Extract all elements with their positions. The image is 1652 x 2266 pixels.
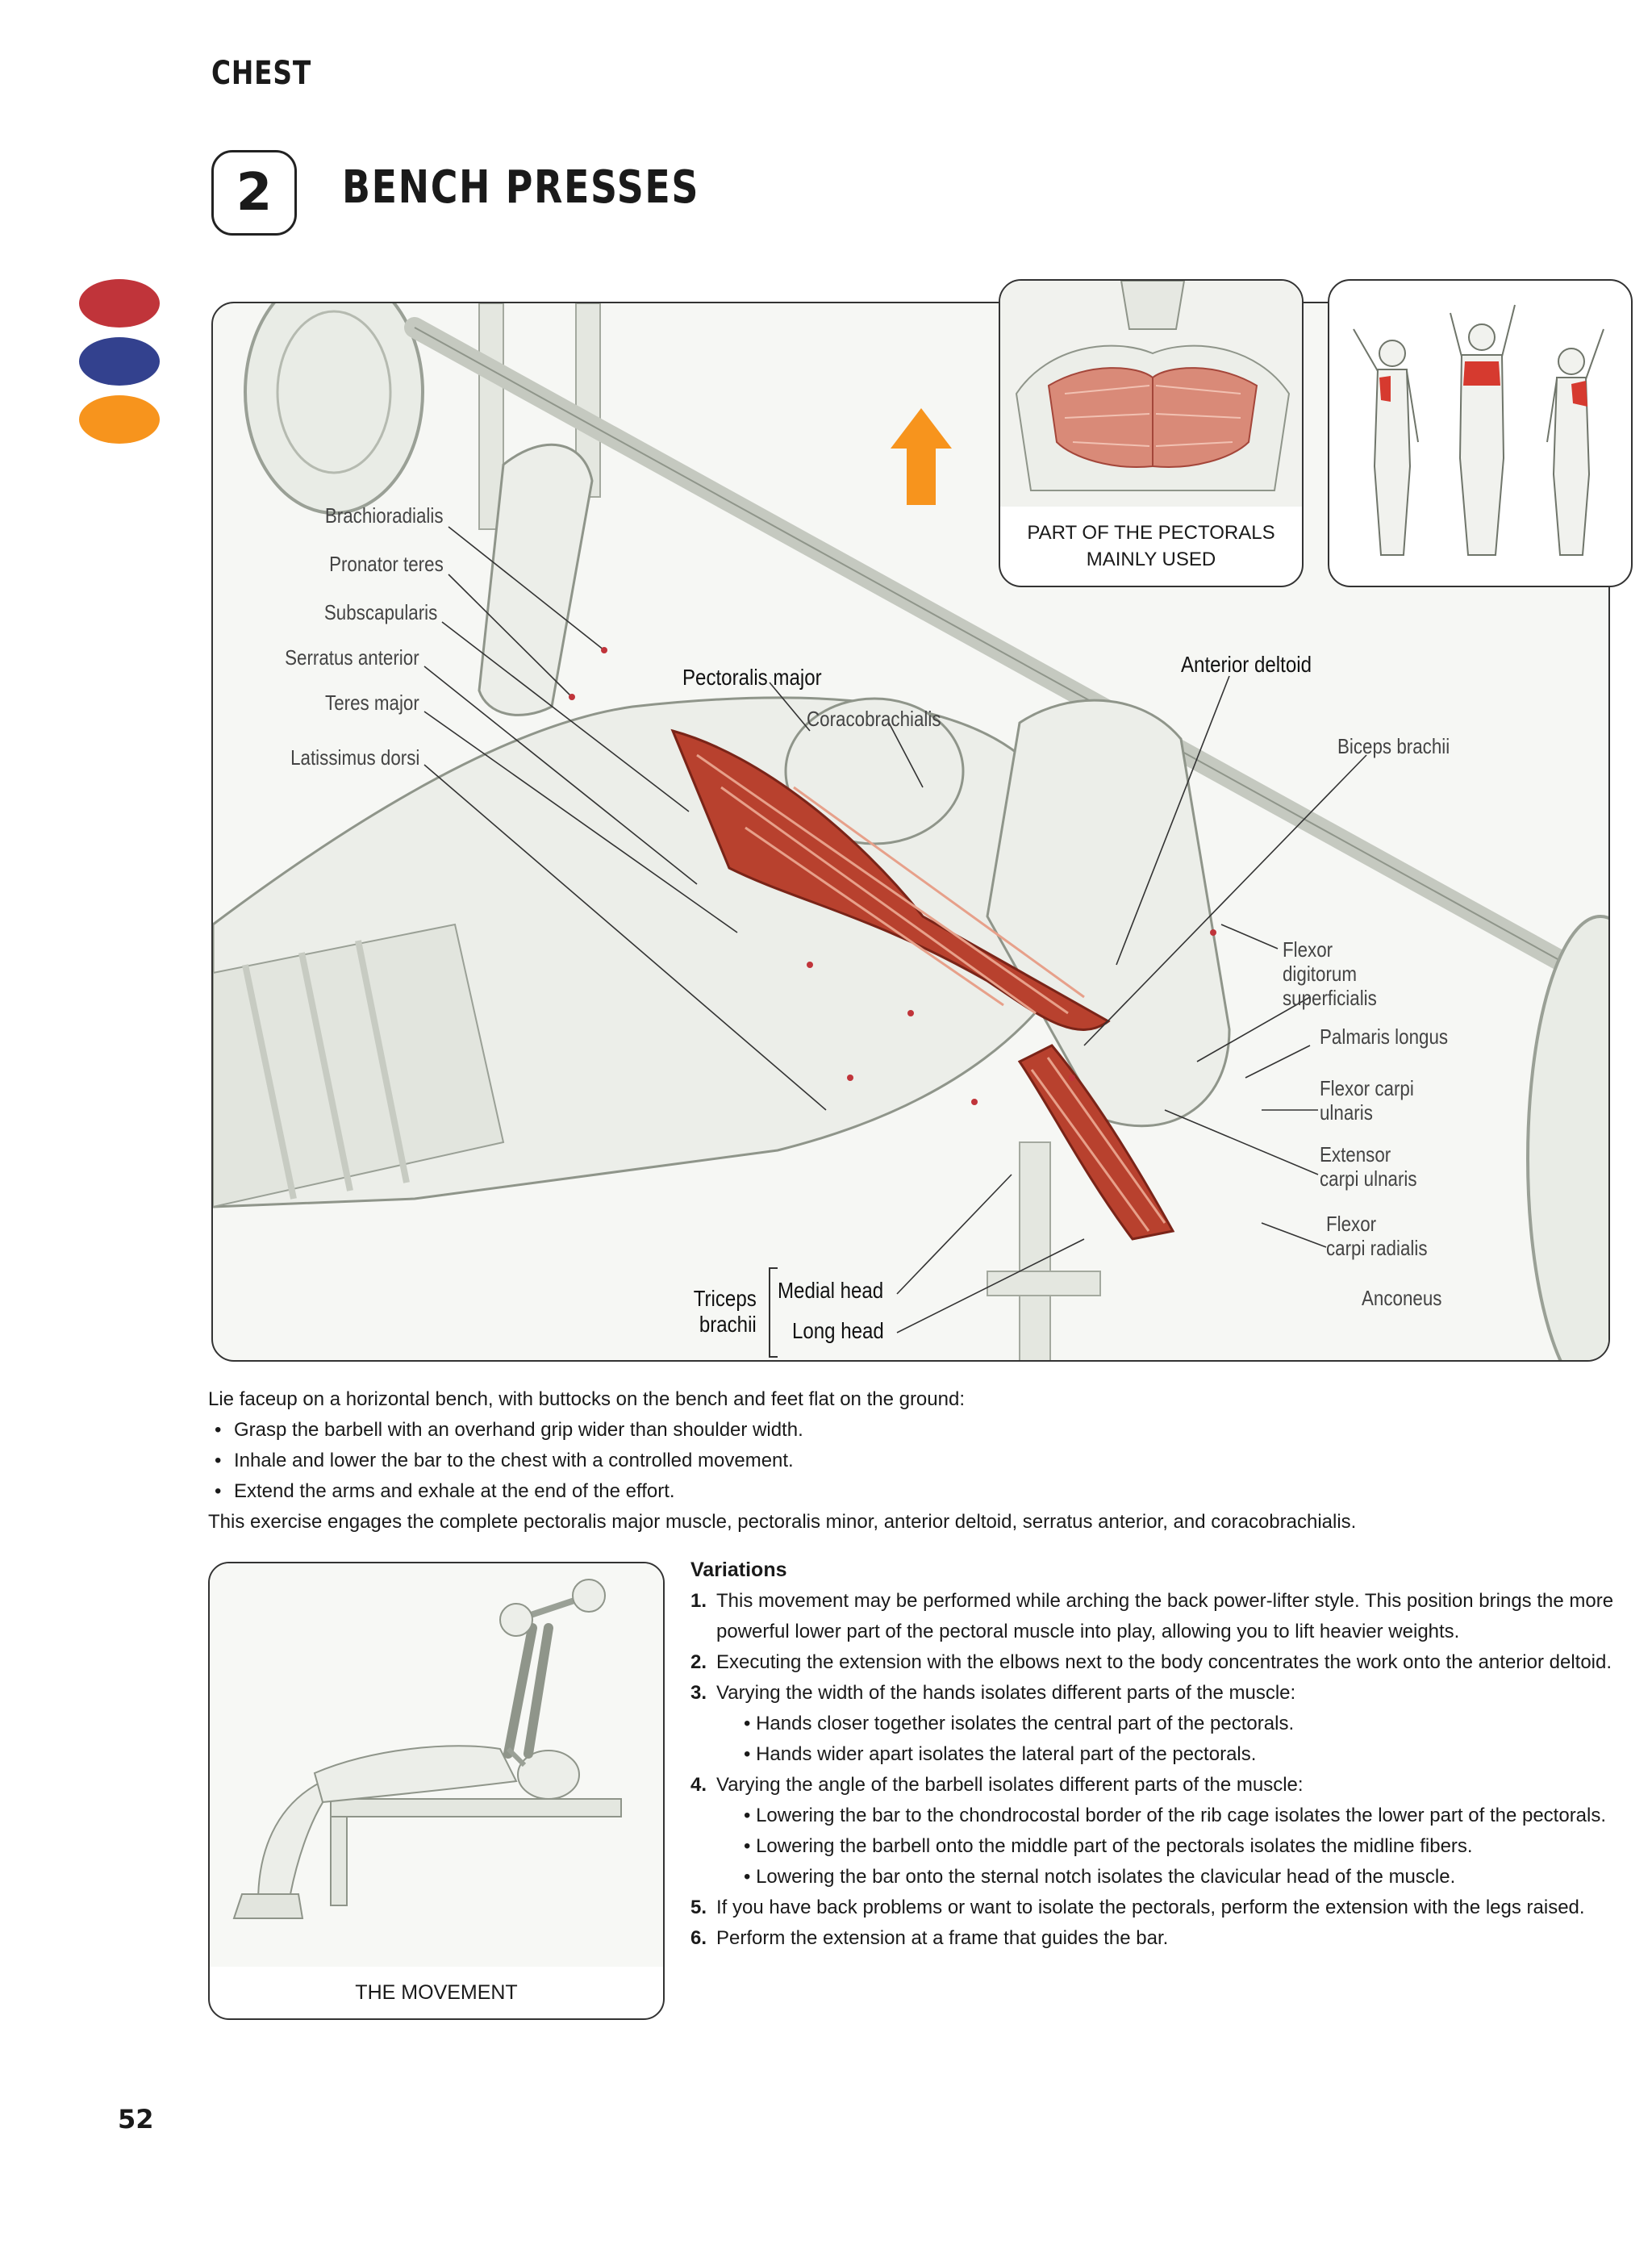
movement-drawing [210,1563,663,1967]
exercise-title: BENCH PRESSES [342,161,700,214]
label-latissimus-dorsi: Latissimus dorsi [290,745,419,770]
body-figures-inset [1328,279,1633,587]
bench-press-drawing [213,303,1608,1360]
variations-list: 1.This movement may be performed while a… [690,1586,1618,1954]
instruction-step: Grasp the barbell with an overhand grip … [215,1415,1620,1446]
variation-item: 2.Executing the extension with the elbow… [690,1651,1612,1673]
label-pectoralis-major: Pectoralis major [682,665,822,690]
label-long-head: Long head [792,1318,884,1343]
variation-item: 6.Perform the extension at a frame that … [690,1927,1169,1949]
label-serratus-anterior: Serratus anterior [285,645,419,670]
label-brachioradialis: Brachioradialis [325,503,444,528]
label-medial-head: Medial head [778,1278,884,1303]
variation-item: 3.Varying the width of the hands isolate… [690,1682,1296,1765]
instructions-summary: This exercise engages the complete pecto… [208,1511,1357,1533]
variation-item: 4.Varying the angle of the barbell isola… [690,1774,1607,1888]
label-subscapularis: Subscapularis [323,600,437,624]
pectorals-inset: PART OF THE PECTORALS MAINLY USED [999,279,1304,587]
pectorals-caption: PART OF THE PECTORALS MAINLY USED [1027,522,1275,570]
variation-item: 1.This movement may be performed while a… [690,1590,1614,1642]
label-teres-major: Teres major [325,691,419,715]
section-title: CHEST [211,55,312,92]
instruction-step: Inhale and lower the bar to the chest wi… [215,1446,1620,1476]
page-number: 52 [118,2104,154,2135]
instructions: Lie faceup on a horizontal bench, with b… [208,1384,1620,1538]
variations-title: Variations [690,1559,787,1581]
instructions-intro: Lie faceup on a horizontal bench, with b… [208,1388,965,1410]
instruction-step: Extend the arms and exhale at the end of… [215,1476,1620,1507]
label-palmaris-longus: Palmaris longus [1320,1024,1449,1049]
label-anterior-deltoid: Anterior deltoid [1181,652,1312,677]
movement-inset: THE MOVEMENT [208,1562,665,2020]
label-pronator-teres: Pronator teres [329,552,444,576]
body-figures-drawing [1353,304,1604,556]
label-anconeus: Anconeus [1362,1286,1442,1310]
variation-item: 5.If you have back problems or want to i… [690,1897,1585,1918]
blue-dot-icon [79,337,160,386]
movement-caption: THE MOVEMENT [355,1981,518,2004]
red-dot-icon [79,279,160,328]
label-coracobrachialis: Coracobrachialis [807,707,941,731]
instructions-steps: Grasp the barbell with an overhand grip … [208,1415,1620,1507]
orange-dot-icon [79,395,160,444]
pectorals-drawing [1000,281,1302,507]
variations: Variations 1.This movement may be perfor… [690,1554,1618,1954]
exercise-number: 2 [211,150,297,236]
label-biceps-brachii: Biceps brachii [1337,734,1450,758]
